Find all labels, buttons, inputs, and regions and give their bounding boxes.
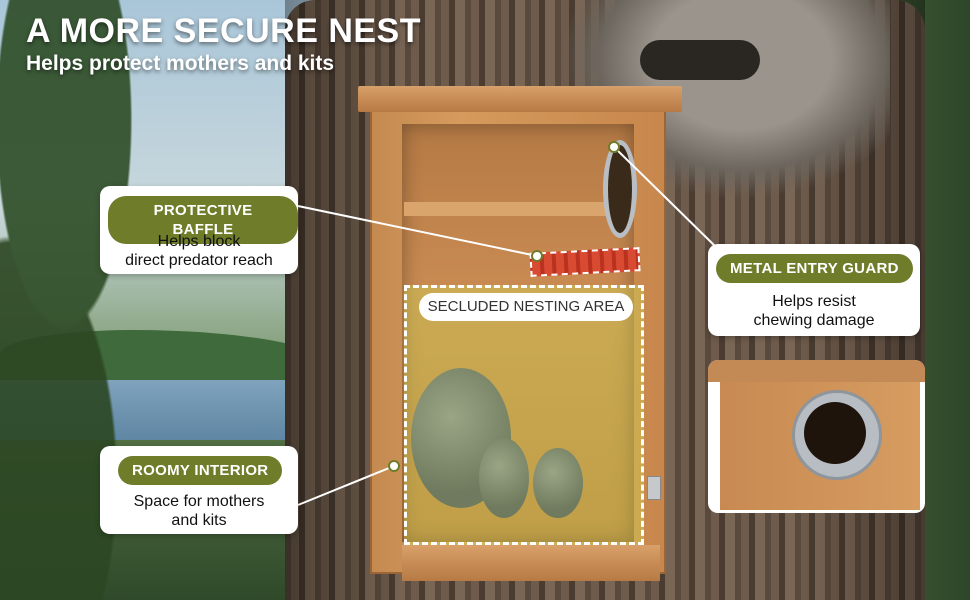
callout-desc-line: chewing damage [753, 312, 875, 329]
headline: A MORE SECURE NEST [26, 12, 422, 50]
metal-entry-guard [603, 140, 637, 238]
entry-hole-closeup [708, 360, 925, 513]
callout-desc-line: and kits [171, 512, 227, 529]
callout-title: ROOMY INTERIOR [118, 456, 283, 485]
callout-desc-line: Helps block [157, 233, 241, 250]
squirrel-kit [533, 448, 583, 518]
raccoon-mask [640, 40, 760, 80]
callout-metal-entry-guard: METAL ENTRY GUARD Helps resist chewing d… [708, 244, 920, 336]
door-latch [647, 476, 661, 500]
callout-desc-line: Space for mothers [133, 493, 265, 510]
nest-box-roof [358, 86, 682, 112]
callout-roomy-interior: ROOMY INTERIOR Space for mothers and kit… [100, 446, 298, 534]
nesting-area-highlight [404, 285, 644, 545]
callout-protective-baffle: PROTECTIVE BAFFLE Helps block direct pre… [100, 186, 298, 274]
closeup-roof [708, 360, 925, 382]
entry-hole [804, 402, 866, 464]
interior-shelf [404, 202, 632, 216]
callout-desc-line: direct predator reach [125, 252, 273, 269]
squirrel-kit [479, 438, 529, 518]
nest-box-base [402, 545, 660, 581]
callout-title: METAL ENTRY GUARD [716, 254, 913, 283]
callout-desc-line: Helps resist [772, 293, 856, 310]
subheadline: Helps protect mothers and kits [26, 52, 335, 75]
nesting-area-label: SECLUDED NESTING AREA [419, 293, 633, 321]
callout-title: PROTECTIVE BAFFLE [108, 196, 298, 244]
